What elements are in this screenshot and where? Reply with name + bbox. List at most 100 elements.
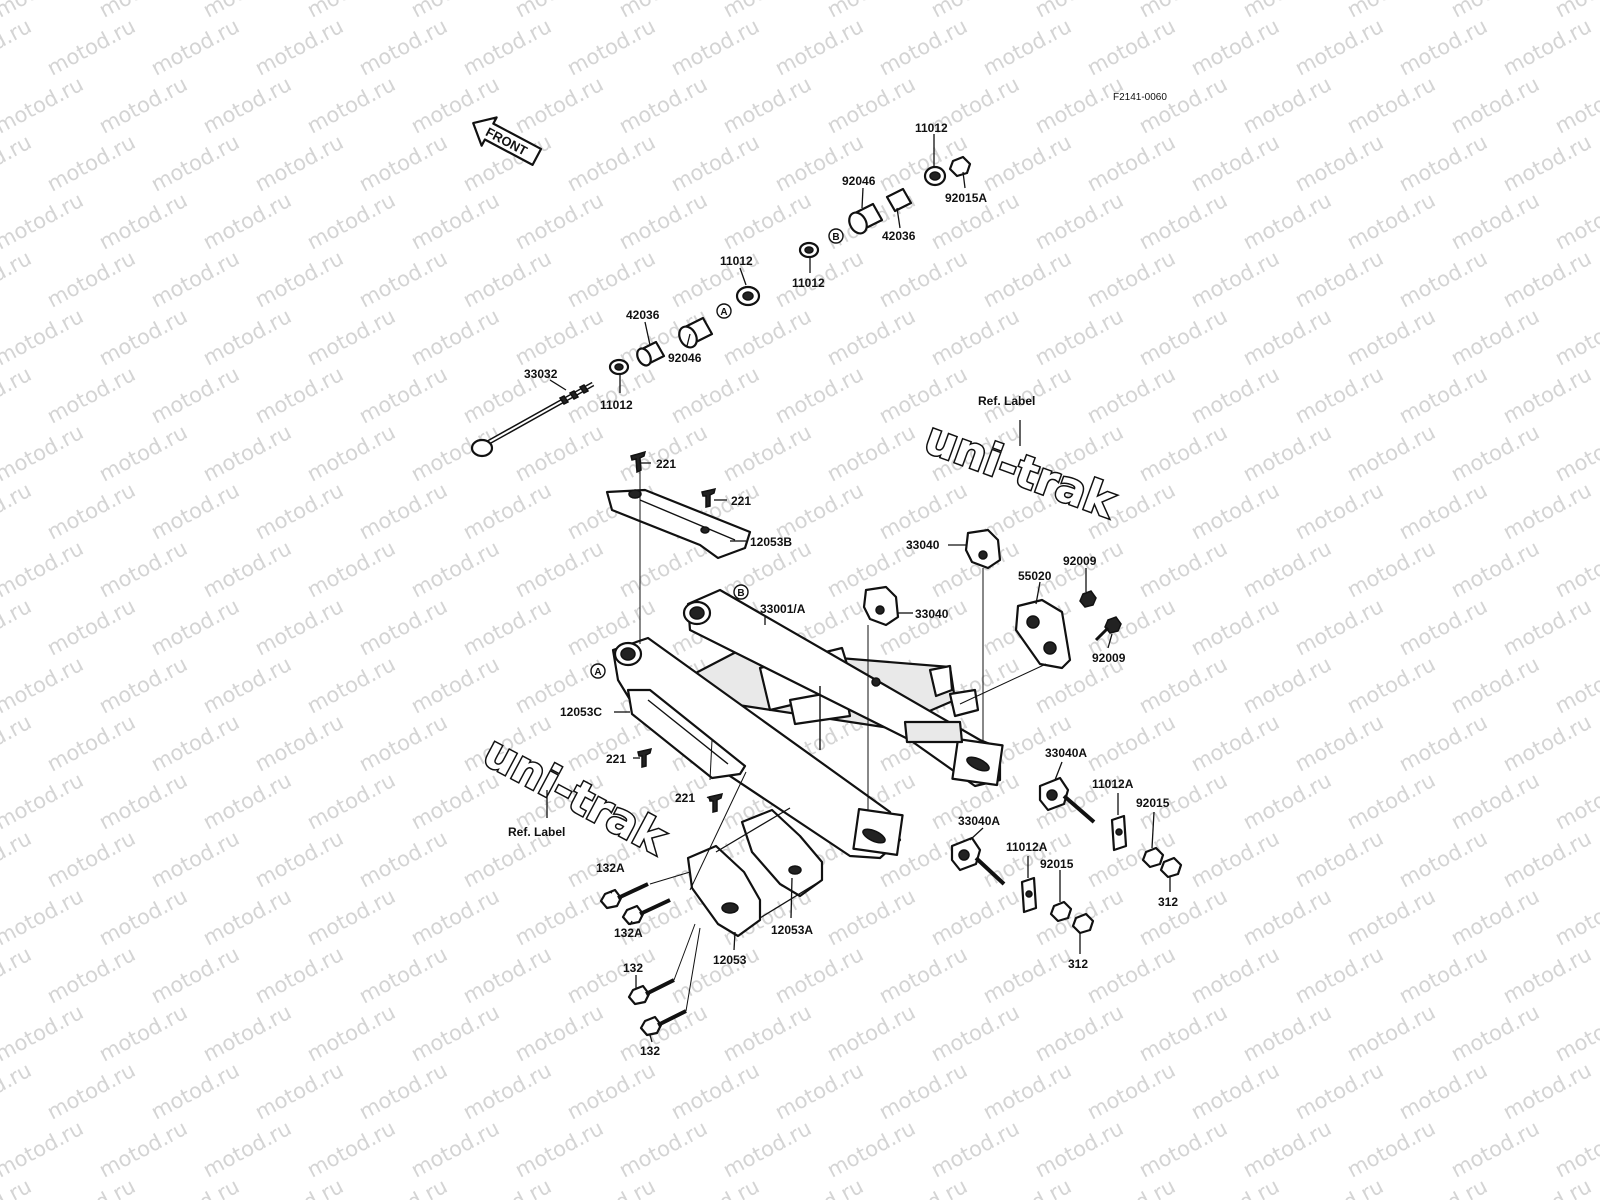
watermark-text: motod.ru [927, 884, 1023, 950]
bolt-92009-upper [1079, 590, 1097, 608]
watermark-text: motod.ru [0, 826, 35, 892]
watermark-text: motod.ru [771, 14, 867, 80]
watermark-text: motod.ru [1343, 0, 1439, 22]
watermark-text: motod.ru [1083, 362, 1179, 428]
watermark-text: motod.ru [199, 884, 295, 950]
watermark-text: motod.ru [95, 536, 191, 602]
watermark-text: motod.ru [563, 246, 659, 312]
watermark-text: motod.ru [511, 420, 607, 486]
watermark-text: motod.ru [1395, 246, 1491, 312]
watermark-text: motod.ru [303, 72, 399, 138]
watermark-text: motod.ru [251, 826, 347, 892]
watermark-text: motod.ru [0, 188, 87, 254]
watermark-text: motod.ru [0, 478, 35, 544]
watermark-text: motod.ru [1447, 884, 1543, 950]
watermark-text: motod.ru [1551, 304, 1600, 370]
callout-11012: 11012 [915, 121, 948, 135]
watermark-text: motod.ru [1239, 188, 1335, 254]
watermark-text: motod.ru [0, 420, 87, 486]
watermark-text: motod.ru [667, 14, 763, 80]
watermark-text: motod.ru [1343, 1116, 1439, 1182]
watermark-text: motod.ru [95, 420, 191, 486]
watermark-text: motod.ru [43, 1174, 139, 1200]
callout-55020: 55020 [1018, 569, 1052, 583]
callout-92015: 92015 [1136, 796, 1170, 810]
watermark-text: motod.ru [407, 1116, 503, 1182]
watermark-text: motod.ru [1135, 884, 1231, 950]
watermark-text: motod.ru [979, 942, 1075, 1008]
watermark-text: motod.ru [147, 14, 243, 80]
drawing-code: F2141-0060 [1113, 92, 1167, 103]
watermark-text: motod.ru [667, 942, 763, 1008]
watermark-text: motod.ru [511, 536, 607, 602]
watermark-text: motod.ru [43, 362, 139, 428]
watermark-text: motod.ru [0, 594, 35, 660]
watermark-text: motod.ru [303, 652, 399, 718]
callout-labels: 11012 92015A 92046 42036 11012 11012 420… [508, 121, 1178, 1058]
watermark-text: motod.ru [1447, 1116, 1543, 1182]
watermark-text: motod.ru [303, 1000, 399, 1066]
watermark-text: motod.ru [0, 1116, 87, 1182]
watermark-text: motod.ru [1239, 0, 1335, 22]
watermark-text: motod.ru [1551, 884, 1600, 950]
callout-221: 221 [675, 791, 695, 805]
marker-b-upper: B [828, 228, 844, 244]
watermark-text: motod.ru [1395, 478, 1491, 544]
watermark-text: motod.ru [719, 304, 815, 370]
watermark-text: motod.ru [1239, 1116, 1335, 1182]
watermark-text: motod.ru [667, 130, 763, 196]
watermark-text: motod.ru [1499, 14, 1595, 80]
watermark-text: motod.ru [615, 72, 711, 138]
watermark-text: motod.ru [0, 362, 35, 428]
watermark-text: motod.ru [1083, 1174, 1179, 1200]
watermark-text: motod.ru [199, 652, 295, 718]
watermark-text: motod.ru [511, 304, 607, 370]
watermark-text: motod.ru [407, 1000, 503, 1066]
watermark-text: motod.ru [355, 1174, 451, 1200]
callout-11012A: 11012A [1006, 840, 1048, 854]
watermark-text: motod.ru [355, 246, 451, 312]
watermark-text: motod.ru [1551, 1000, 1600, 1066]
watermark-text: motod.ru [1135, 1000, 1231, 1066]
watermark-text: motod.ru [1083, 246, 1179, 312]
watermark-text: motod.ru [0, 710, 35, 776]
watermark-text: motod.ru [1083, 710, 1179, 776]
bolt-132A-lower [621, 898, 671, 926]
watermark-text: motod.ru [771, 942, 867, 1008]
watermark-text: motod.ru [1239, 536, 1335, 602]
watermark-text: motod.ru [95, 652, 191, 718]
watermark-text: motod.ru [1291, 246, 1387, 312]
watermark-text: motod.ru [615, 188, 711, 254]
watermark-text: motod.ru [615, 536, 711, 602]
watermark-text: motod.ru [615, 0, 711, 22]
watermark-text: motod.ru [407, 188, 503, 254]
watermark-text: motod.ru [199, 420, 295, 486]
watermark-text: motod.ru [1135, 420, 1231, 486]
callout-42036: 42036 [626, 308, 660, 322]
watermark-text: motod.ru [95, 0, 191, 22]
watermark-text: motod.ru [823, 884, 919, 950]
watermark-text: motod.ru [667, 1174, 763, 1200]
watermark-text: motod.ru [43, 594, 139, 660]
watermark-text: motod.ru [303, 884, 399, 950]
watermark-text: motod.ru [1239, 72, 1335, 138]
watermark-text: motod.ru [1447, 536, 1543, 602]
watermark-text: motod.ru [511, 1116, 607, 1182]
watermark-text: motod.ru [0, 14, 35, 80]
watermark-text: motod.ru [43, 826, 139, 892]
watermark-text: motod.ru [667, 1058, 763, 1124]
watermark-text: motod.ru [1499, 1174, 1595, 1200]
callout-92015: 92015 [1040, 857, 1074, 871]
watermark-text: motod.ru [1239, 1000, 1335, 1066]
callout-11012: 11012 [720, 254, 753, 268]
watermark-text: motod.ru [0, 1058, 35, 1124]
screw-221-side-a [637, 747, 653, 768]
watermark-text: motod.ru [823, 1000, 919, 1066]
watermark-text: motod.ru [0, 304, 87, 370]
watermark-text: motod.ru [1551, 72, 1600, 138]
watermark-text: motod.ru [1187, 130, 1283, 196]
collar-42036-left [636, 340, 666, 367]
watermark-text: motod.ru [927, 304, 1023, 370]
watermark-text: motod.ru [303, 536, 399, 602]
watermark-text: motod.ru [199, 72, 295, 138]
